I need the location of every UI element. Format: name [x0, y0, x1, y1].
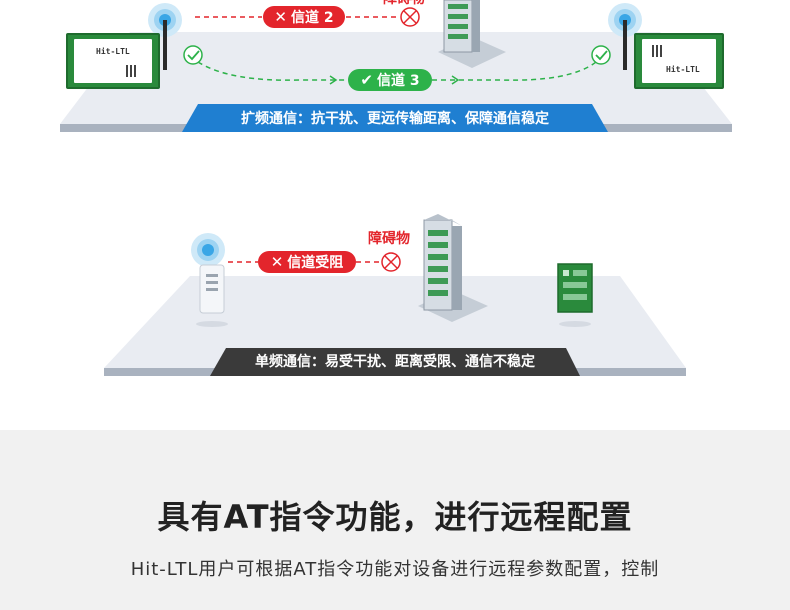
feature-title: 具有AT指令功能，进行远程配置	[157, 498, 633, 536]
remote-device-icon	[196, 264, 228, 327]
building-icon	[438, 0, 506, 68]
blocked-channel-label: 信道受阻	[287, 255, 344, 271]
blocked-channel-badge: ✕ 信道受阻	[258, 251, 356, 273]
module-label: Hit-LTL	[666, 65, 700, 74]
blocked-x-icon	[400, 7, 420, 27]
module-label: Hit-LTL	[96, 47, 130, 56]
building-icon	[418, 214, 488, 322]
channel2-badge: ✕ 信道 2	[263, 6, 345, 28]
channel3-line	[197, 61, 597, 81]
right-hit-ltl-module: Hit-LTL	[634, 33, 724, 89]
single-frequency-panel: ✕ 信道受阻 障碍物 单频通信：易受干扰、距离受限、通信不稳定	[0, 200, 790, 400]
circuit-board-icon	[557, 263, 593, 327]
qr-code-icon	[126, 65, 138, 77]
x-icon: ✕	[270, 253, 284, 271]
antenna-signal-icon	[608, 3, 642, 70]
qr-code-icon	[652, 45, 664, 57]
check-icon: ✔	[360, 71, 373, 89]
feature-section	[0, 430, 790, 610]
antenna-signal-icon	[191, 233, 225, 267]
feature-description: Hit-LTL用户可根据AT指令功能对设备进行远程参数配置，控制	[130, 559, 660, 580]
channel2-label: 信道 2	[290, 10, 334, 26]
antenna-signal-icon	[148, 3, 182, 70]
mid-obstacle-label: 障碍物	[368, 231, 410, 247]
blocked-x-icon	[381, 252, 401, 272]
channel3-badge: ✔ 信道 3	[348, 69, 432, 91]
channel3-label: 信道 3	[376, 73, 420, 89]
spread-spectrum-banner: 扩频通信：抗干扰、更远传输距离、保障通信稳定	[241, 111, 549, 127]
single-frequency-banner: 单频通信：易受干扰、距离受限、通信不稳定	[255, 354, 535, 370]
top-obstacle-label: 障碍物	[383, 0, 425, 8]
mid-banner-shape	[210, 348, 580, 376]
check-circle-icon	[591, 45, 611, 65]
x-icon: ✕	[274, 8, 287, 26]
check-circle-icon	[183, 45, 203, 65]
left-hit-ltl-module: Hit-LTL	[66, 33, 160, 89]
spread-spectrum-panel: Hit-LTL Hit-LTL ✕ 信道 2 ✔ 信道 3 障碍物 扩频通信：抗…	[0, 0, 790, 150]
top-banner-shape	[182, 104, 608, 132]
single-frequency-scene	[104, 214, 686, 376]
mid-platform	[104, 276, 686, 368]
arrow-right-icon	[329, 75, 460, 85]
